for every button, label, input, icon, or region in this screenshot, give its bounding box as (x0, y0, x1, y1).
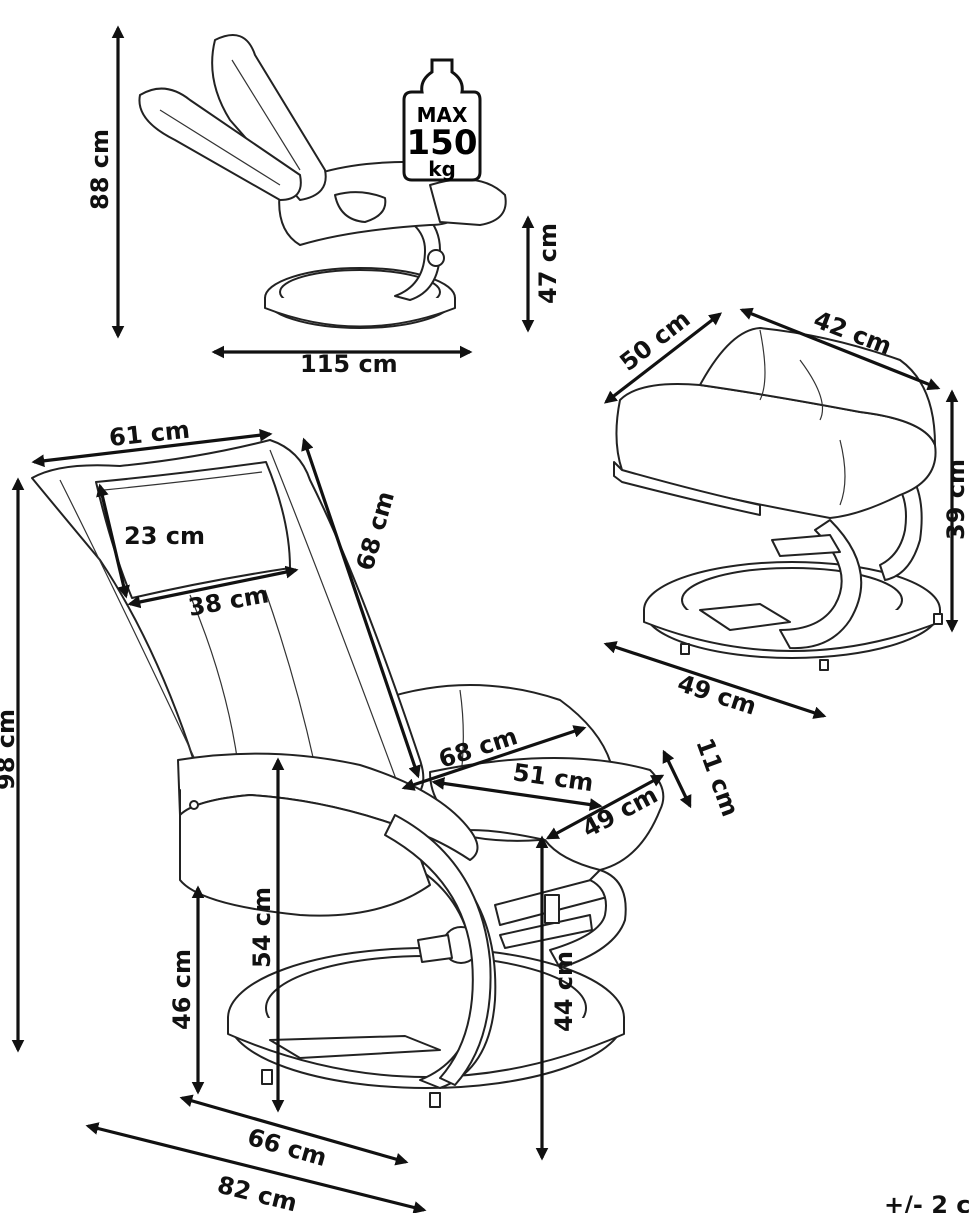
side-view-recliner-illustration (138, 34, 507, 329)
label-chair-top-width: 61 cm (108, 416, 191, 452)
arrow-backrest-length (301, 437, 421, 779)
label-headrest-height: 23 cm (124, 522, 205, 550)
label-ottoman-base: 49 cm (674, 669, 760, 721)
arrow-armrest-length (545, 774, 665, 840)
arrow-chair-top-width (31, 428, 273, 468)
tolerance-note: +/- 2 cm (884, 1191, 970, 1213)
max-load-weight-icon: MAX 150 kg (402, 58, 482, 182)
label-seat-front-height: 46 cm (168, 949, 196, 1030)
max-load-line1: MAX (417, 103, 468, 127)
arrow-ottoman-base (603, 641, 827, 719)
label-armrest-height: 11 cm (690, 734, 744, 820)
label-base-depth: 66 cm (244, 1123, 330, 1172)
label-side-length: 115 cm (300, 350, 398, 378)
arrow-ottoman-width (739, 307, 941, 391)
label-side-seat-height: 47 cm (534, 223, 562, 304)
arrow-ottoman-depth (603, 312, 723, 404)
label-backrest-length: 68 cm (351, 488, 400, 574)
label-ottoman-height: 39 cm (942, 459, 970, 540)
label-side-height: 88 cm (86, 129, 114, 210)
arrow-headrest-height (96, 483, 130, 599)
arrow-overall-depth (85, 1122, 427, 1213)
label-chair-height: 98 cm (0, 709, 20, 790)
max-load-line2: 150 (407, 123, 478, 163)
ottoman-illustration (613, 327, 943, 671)
arrow-headrest-width (127, 565, 299, 609)
max-load-line3: kg (428, 157, 456, 181)
arrow-armrest-height (662, 749, 692, 809)
label-seat-back-height: 44 cm (550, 951, 578, 1032)
label-armrest-top-height: 54 cm (248, 887, 276, 968)
